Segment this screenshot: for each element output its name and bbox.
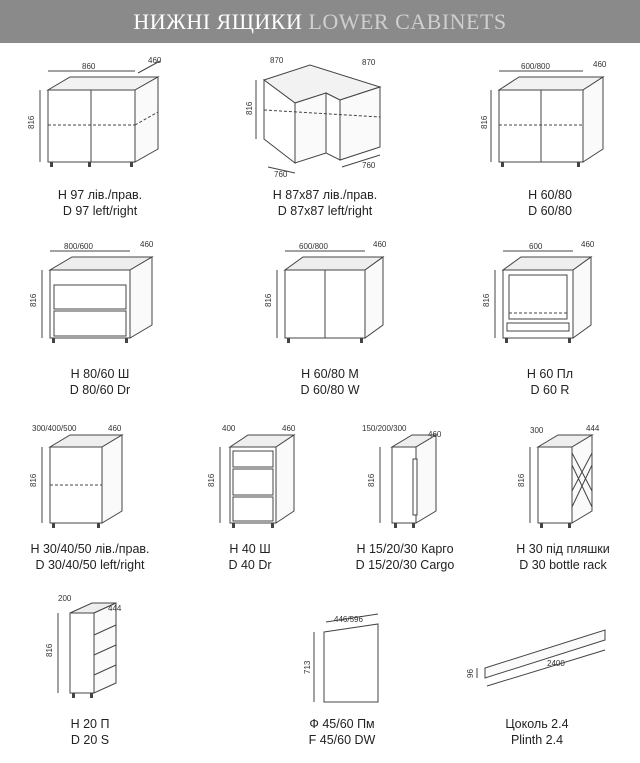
dim-height: 96 <box>466 669 475 678</box>
caption-en: Plinth 2.4 <box>510 733 564 747</box>
page-title-ua: НИЖНІ ЯЩИКИ <box>133 8 303 34</box>
dim-depth: 444 <box>108 604 122 613</box>
dim-depth: 460 <box>140 240 154 249</box>
cabinet-d15-20-30-cargo-drawing: 150/200/300 460 816 <box>360 424 470 530</box>
cabinet-d30-bottle-rack-drawing: 300 444 816 <box>510 424 620 530</box>
caption-d80-60-dr: Н 80/60 Ш D 80/60 Dr <box>0 366 200 398</box>
caption-en: D 15/20/30 Cargo <box>355 558 455 572</box>
caption-d60-r: Н 60 Пл D 60 R <box>450 366 640 398</box>
dim-width: 400 <box>222 424 236 433</box>
caption-en: D 30/40/50 left/right <box>35 558 145 572</box>
cabinet-d97-drawing: 860 460 816 <box>27 56 170 175</box>
caption-ua: Цоколь 2.4 <box>505 717 569 731</box>
dim-depth-b: 760 <box>362 161 376 170</box>
caption-ua: Н 80/60 Ш <box>70 367 130 381</box>
caption-en: D 60 R <box>530 383 570 397</box>
caption-en: D 80/60 Dr <box>69 383 131 397</box>
dim-depth: 460 <box>581 240 595 249</box>
caption-d97: Н 97 лів./прав. D 97 left/right <box>0 187 200 219</box>
dim-depth: 460 <box>593 60 607 69</box>
dim-height: 816 <box>245 101 254 115</box>
dim-height: 816 <box>264 293 273 307</box>
dim-height: 816 <box>480 115 489 129</box>
cabinet-d60-r-drawing: 600 460 816 <box>482 240 615 350</box>
cabinet-d60-80-w-drawing: 600/800 460 816 <box>264 240 395 350</box>
cabinet-d40-dr-drawing: 400 460 816 <box>200 424 310 530</box>
caption-ua: Н 20 П <box>70 717 110 731</box>
dim-width: 600/800 <box>521 62 550 71</box>
dim-depth: 460 <box>108 424 122 433</box>
dim-width-a: 870 <box>270 56 284 65</box>
caption-en: D 97 left/right <box>62 204 138 218</box>
dim-width: 300/400/500 <box>32 424 77 433</box>
caption-en: D 40 Dr <box>228 558 272 572</box>
caption-ua: Н 15/20/30 Карго <box>356 542 454 556</box>
caption-ua: Н 60 Пл <box>526 367 574 381</box>
dim-height: 816 <box>29 293 38 307</box>
caption-en: D 60/80 W <box>300 383 360 397</box>
caption-ua: Н 60/80 <box>528 188 572 202</box>
dim-width: 800/600 <box>64 242 93 251</box>
caption-f45-60-dw: Ф 45/60 Пм F 45/60 DW <box>242 716 442 748</box>
plinth-drawing: 2400 96 <box>465 629 615 690</box>
caption-d40-dr: Н 40 Ш D 40 Dr <box>150 541 350 573</box>
caption-ua: Н 30 під пляшки <box>516 542 610 556</box>
dim-height: 816 <box>29 473 38 487</box>
dim-width: 600 <box>529 242 543 251</box>
caption-en: D 87x87 left/right <box>277 204 373 218</box>
dim-height: 816 <box>367 473 376 487</box>
dim-width: 446/596 <box>334 615 363 624</box>
dim-depth: 460 <box>373 240 387 249</box>
dim-width: 200 <box>58 594 72 603</box>
caption-en: F 45/60 DW <box>308 733 376 747</box>
caption-ua: Ф 45/60 Пм <box>309 717 375 731</box>
caption-d60-80: Н 60/80 D 60/80 <box>450 187 640 219</box>
caption-d30-bottle-rack: Н 30 під пляшки D 30 bottle rack <box>463 541 640 573</box>
caption-plinth: Цоколь 2.4 Plinth 2.4 <box>437 716 637 748</box>
dim-height: 816 <box>517 473 526 487</box>
caption-en: D 20 S <box>70 733 110 747</box>
caption-d60-80-w: Н 60/80 М D 60/80 W <box>230 366 430 398</box>
dim-height: 816 <box>207 473 216 487</box>
caption-d87x87: Н 87х87 лів./прав. D 87x87 left/right <box>225 187 425 219</box>
dim-depth: 460 <box>428 430 442 439</box>
caption-en: D 60/80 <box>528 204 572 218</box>
dim-height: 816 <box>27 115 36 129</box>
cabinet-d30-40-50-drawing: 300/400/500 460 816 <box>29 424 140 530</box>
cabinet-d80-60-dr-drawing: 800/600 460 816 <box>29 240 170 350</box>
dim-height: 816 <box>45 643 54 657</box>
caption-ua: Н 87х87 лів./прав. <box>272 188 378 202</box>
dim-depth: 444 <box>586 424 600 433</box>
dim-width: 860 <box>82 62 96 71</box>
cabinet-d20-s-drawing: 200 444 816 <box>30 594 140 700</box>
caption-ua: Н 40 Ш <box>229 542 271 556</box>
page-title-bar: НИЖНІ ЯЩИКИ LOWER CABINETS <box>0 0 640 43</box>
dim-depth: 460 <box>148 56 162 65</box>
dim-width-b: 870 <box>362 58 376 67</box>
caption-ua: Н 30/40/50 лів./прав. <box>30 542 150 556</box>
cabinet-d60-80-drawing: 600/800 460 816 <box>480 60 615 175</box>
dim-length: 2400 <box>547 659 565 668</box>
facade-f45-60-dw-drawing: 446/596 713 <box>300 610 390 705</box>
dim-width: 150/200/300 <box>362 424 407 433</box>
caption-en: D 30 bottle rack <box>519 558 607 572</box>
dim-height: 816 <box>482 293 491 307</box>
page-title-en: LOWER CABINETS <box>308 8 507 34</box>
caption-d30-40-50: Н 30/40/50 лів./прав. D 30/40/50 left/ri… <box>0 541 190 573</box>
caption-ua: Н 97 лів./прав. <box>57 188 143 202</box>
cabinet-d87x87-drawing: 870 870 816 760 760 <box>245 55 400 180</box>
dim-width: 300 <box>530 426 544 435</box>
caption-ua: Н 60/80 М <box>301 367 359 381</box>
dim-width: 600/800 <box>299 242 328 251</box>
dim-depth: 460 <box>282 424 296 433</box>
caption-d15-20-30-cargo: Н 15/20/30 Карго D 15/20/30 Cargo <box>305 541 505 573</box>
caption-d20-s: Н 20 П D 20 S <box>0 716 190 748</box>
dim-height: 713 <box>303 660 312 674</box>
dim-depth-a: 760 <box>274 170 288 179</box>
